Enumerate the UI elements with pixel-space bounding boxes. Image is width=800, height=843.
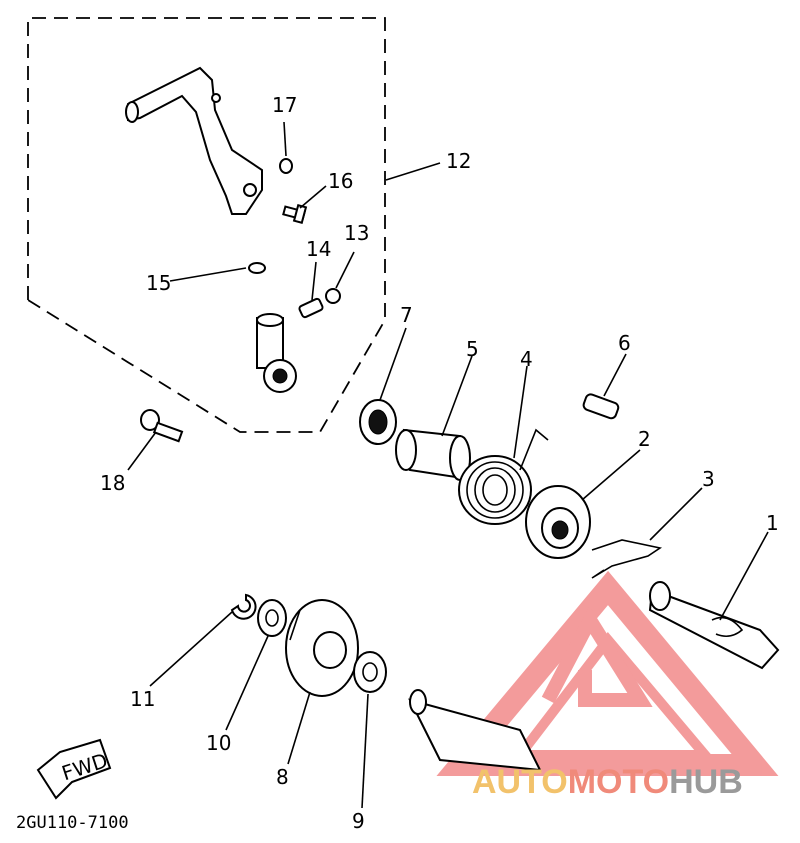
callout-14: 14: [306, 237, 331, 261]
callout-11: 11: [130, 687, 155, 711]
part-13-ball: [325, 288, 341, 304]
callout-15: 15: [146, 271, 171, 295]
kick-lever: [125, 66, 263, 215]
part-1-shaft: [648, 581, 780, 670]
callout-12: 12: [446, 149, 471, 173]
svg-text:AUTOMOTOHUB: AUTOMOTOHUB: [472, 763, 743, 801]
kick-boss: [256, 313, 297, 393]
watermark-text: AUTOMOTOHUB: [472, 763, 743, 801]
watermark-hub: HUB: [669, 763, 743, 801]
callout-13: 13: [344, 221, 369, 245]
part-16-bolt: [282, 204, 308, 224]
part-8-gear: [285, 599, 359, 697]
callout-5: 5: [466, 337, 479, 361]
callout-18: 18: [100, 471, 125, 495]
fwd-arrow: FWD: [36, 738, 112, 800]
callout-3: 3: [702, 467, 715, 491]
main-axle: [408, 689, 542, 772]
callouts: 17 16 12 13 14 15 18 7 5 4 6 2 3 1 11 10…: [100, 93, 779, 833]
assembly-boundary: [27, 17, 386, 433]
part-7-bearing: [359, 399, 397, 445]
callout-17: 17: [272, 93, 297, 117]
callout-1: 1: [766, 511, 779, 535]
part-2-gear: [525, 485, 591, 559]
watermark-auto: AUTO: [472, 763, 568, 801]
part-18-bolt: [140, 409, 184, 443]
part-4-spring: [458, 428, 549, 525]
part-3-clip: [591, 539, 663, 579]
callout-8: 8: [276, 765, 289, 789]
watermark-moto: MOTO: [568, 763, 669, 801]
watermark-logo: [436, 570, 779, 776]
callout-2: 2: [638, 427, 651, 451]
part-10-washer: [257, 599, 287, 637]
callout-4: 4: [520, 347, 533, 371]
callout-16: 16: [328, 169, 353, 193]
part-6-pin: [582, 393, 620, 420]
part-11-circlip: [230, 593, 257, 620]
part-17-circlip: [279, 158, 293, 174]
part-5-collar: [395, 428, 471, 481]
part-code: 2GU110-7100: [16, 813, 129, 833]
callout-7: 7: [400, 303, 413, 327]
callout-9: 9: [352, 809, 365, 833]
callout-6: 6: [618, 331, 631, 355]
part-14-spring: [298, 297, 324, 319]
leader-lines: [127, 121, 769, 809]
part-15-ball: [248, 262, 266, 274]
part-9-washer: [353, 651, 387, 693]
callout-10: 10: [206, 731, 231, 755]
